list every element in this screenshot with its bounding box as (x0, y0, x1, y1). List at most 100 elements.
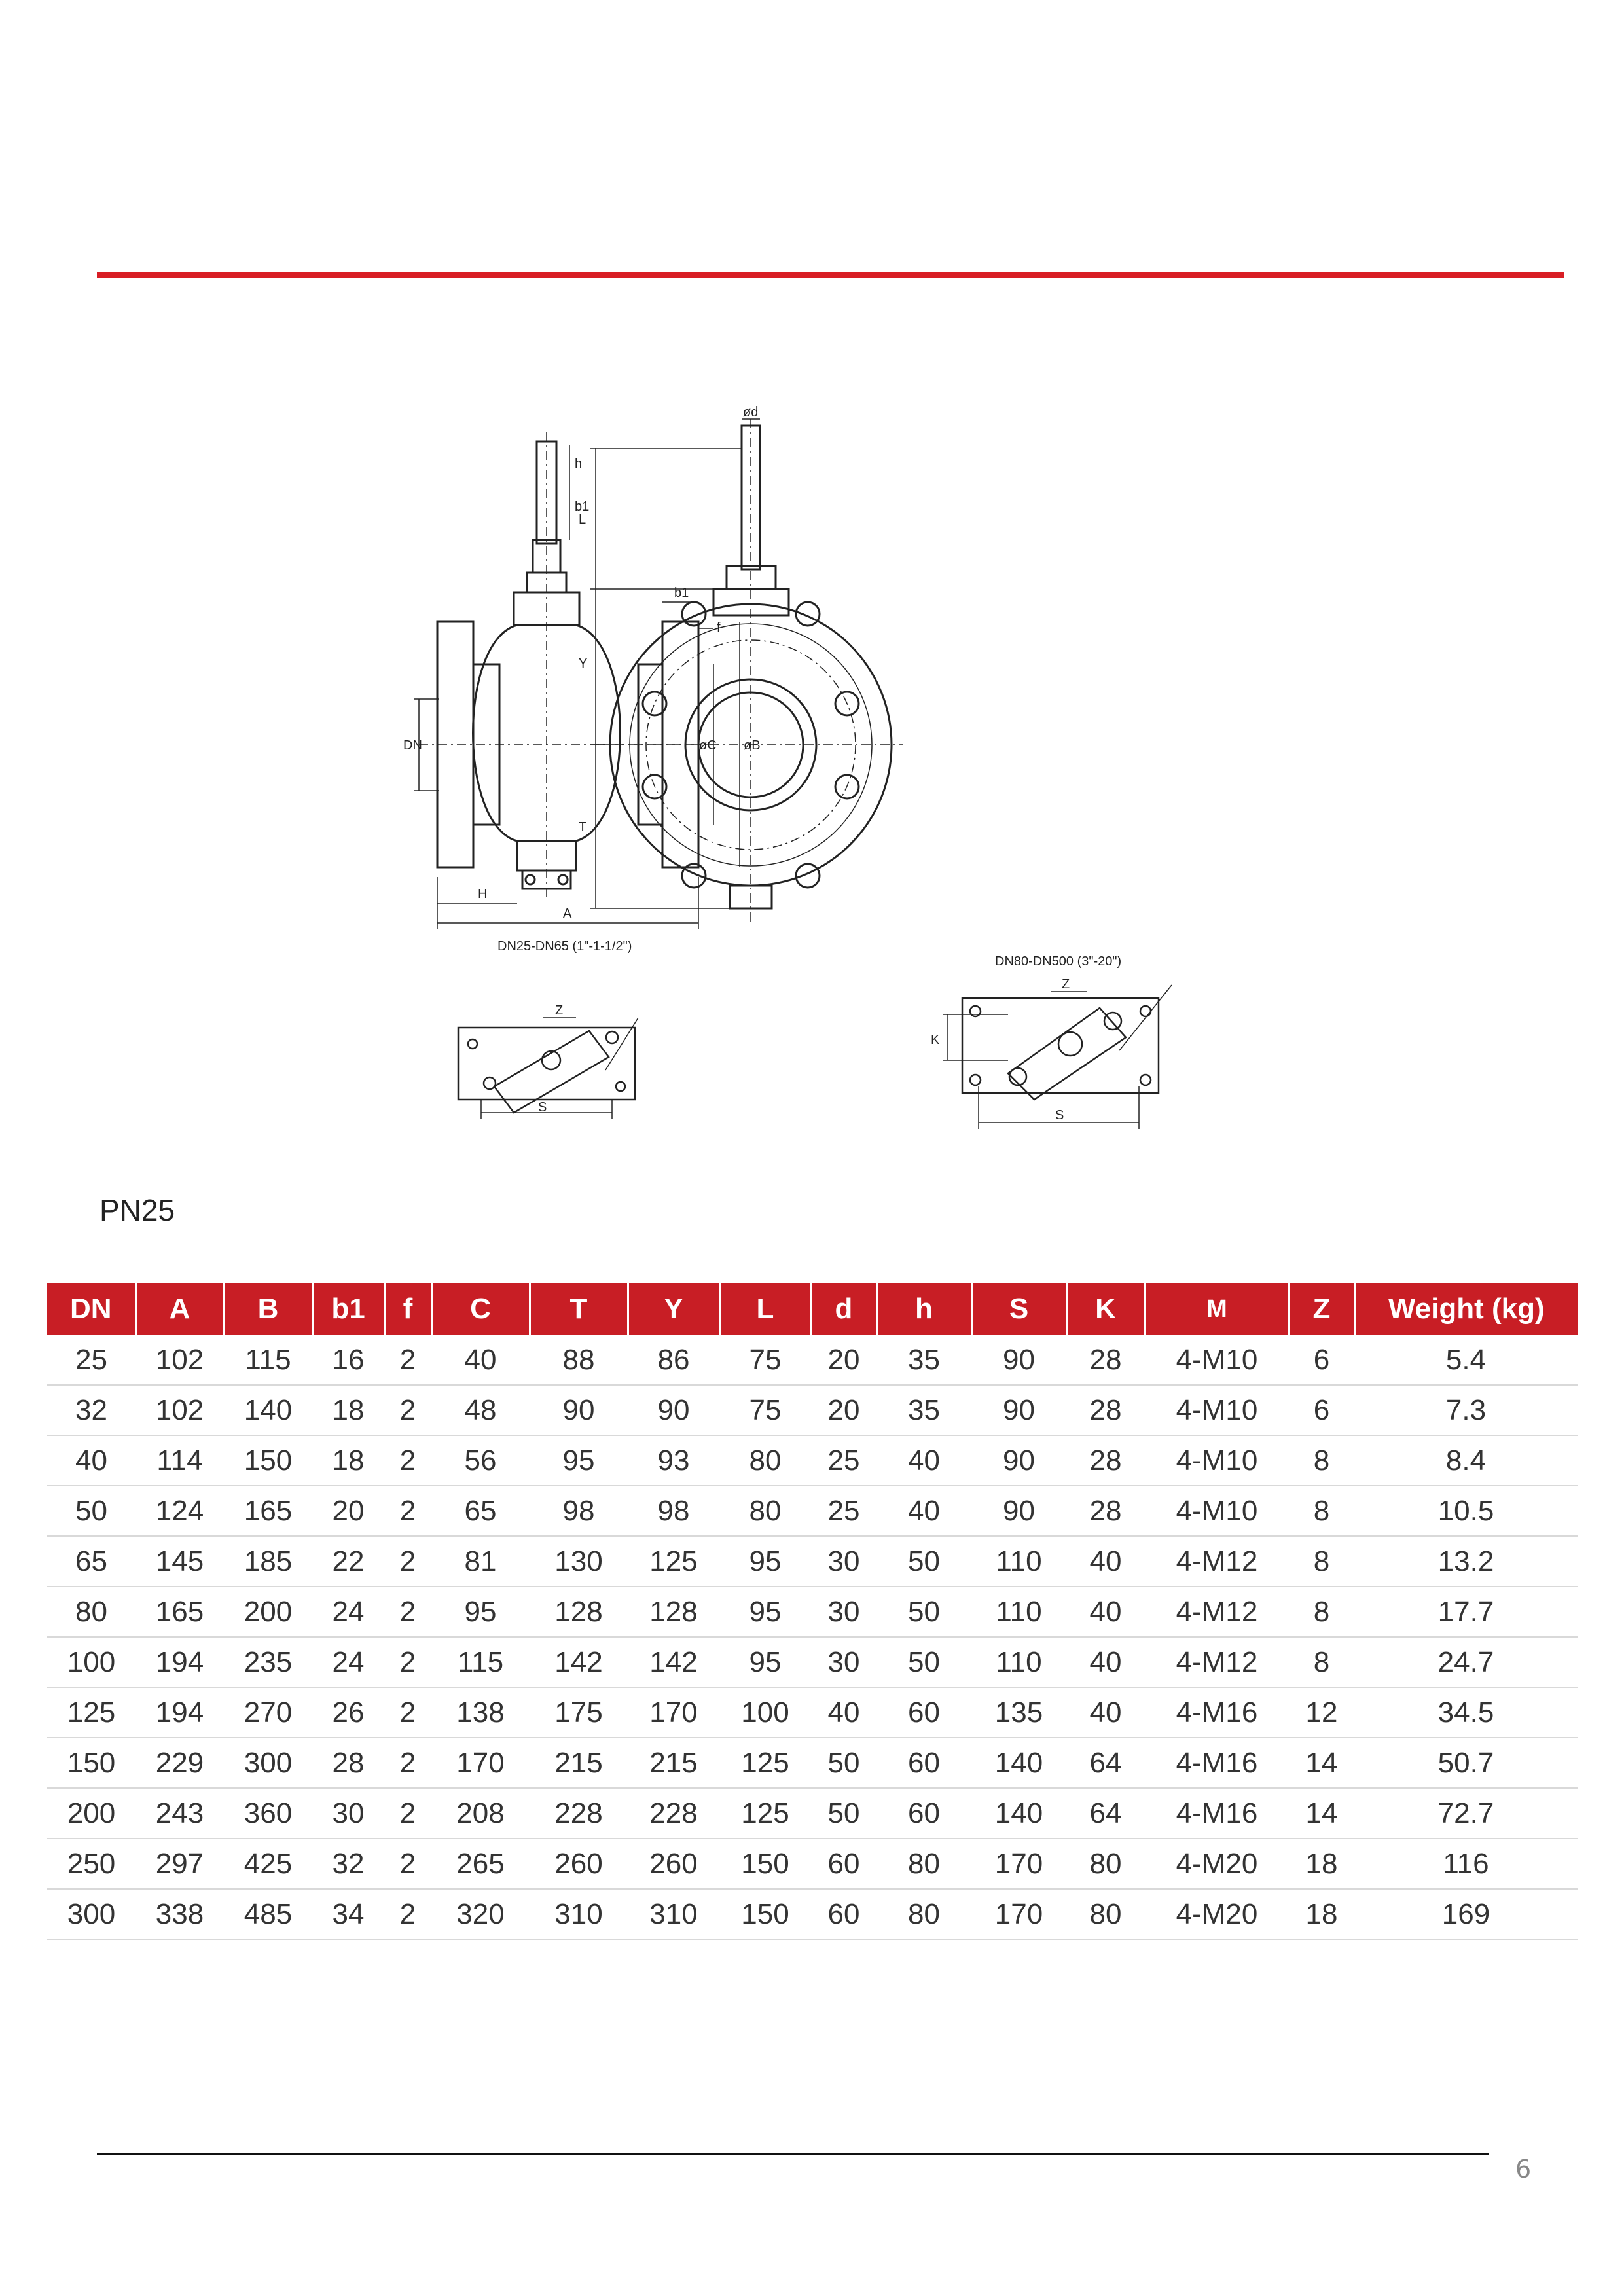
table-cell: 270 (224, 1687, 312, 1738)
large-mounting-pad (961, 997, 1160, 1094)
table-cell: 124 (135, 1486, 224, 1537)
table-cell: 4-M16 (1145, 1788, 1289, 1839)
table-cell: 81 (431, 1536, 530, 1587)
label-h-bottom: H (478, 887, 487, 901)
table-cell: 40 (431, 1335, 530, 1386)
table-cell: 243 (135, 1788, 224, 1839)
table-cell: 125 (47, 1687, 135, 1738)
table-cell: 80 (876, 1839, 971, 1890)
table-cell: 4-M10 (1145, 1435, 1289, 1486)
header-c: C (430, 1283, 530, 1335)
header-b: B (223, 1283, 312, 1335)
table-cell: 40 (876, 1486, 971, 1537)
table-cell: 2 (384, 1435, 431, 1486)
table-cell: 200 (224, 1587, 312, 1638)
table-cell: 60 (811, 1889, 876, 1940)
table-cell: 4-M10 (1145, 1385, 1289, 1436)
table-cell: 170 (971, 1889, 1066, 1940)
table-cell: 250 (47, 1839, 135, 1890)
table-cell: 35 (876, 1385, 971, 1436)
table-cell: 48 (431, 1385, 530, 1436)
table-cell: 4-M10 (1145, 1486, 1289, 1537)
label-b: øB (744, 738, 761, 753)
table-cell: 60 (811, 1839, 876, 1890)
table-cell: 110 (971, 1536, 1066, 1587)
table-cell: 4-M10 (1145, 1335, 1289, 1386)
table-cell: 17.7 (1354, 1587, 1578, 1638)
table-cell: 98 (530, 1486, 628, 1537)
table-cell: 215 (628, 1738, 719, 1789)
table-header-row: DN A B b1 f C T Y L d h S K M Z Weight (… (47, 1283, 1578, 1335)
table-cell: 6 (1289, 1385, 1354, 1436)
table-cell: 25 (811, 1486, 876, 1537)
valve-technical-drawing: h b1 b1 f DN øC øB H A DN25-DN65 (1"-1-1… (380, 405, 1283, 1178)
table-cell: 4-M12 (1145, 1587, 1289, 1638)
table-cell: 142 (530, 1637, 628, 1688)
table-cell: 4-M12 (1145, 1536, 1289, 1587)
table-cell: 95 (719, 1587, 811, 1638)
table-cell: 14 (1289, 1788, 1354, 1839)
label-s-left: S (538, 1100, 547, 1115)
table-cell: 24 (312, 1587, 384, 1638)
table-cell: 40 (1066, 1637, 1145, 1688)
table-cell: 2 (384, 1839, 431, 1890)
table-cell: 65 (47, 1536, 135, 1587)
header-h: h (875, 1283, 971, 1335)
table-cell: 130 (530, 1536, 628, 1587)
table-cell: 2 (384, 1587, 431, 1638)
table-cell: 150 (719, 1889, 811, 1940)
table-cell: 194 (135, 1637, 224, 1688)
table-cell: 60 (876, 1788, 971, 1839)
table-cell: 2 (384, 1738, 431, 1789)
header-f: f (383, 1283, 431, 1335)
table-cell: 142 (628, 1637, 719, 1688)
table-cell: 20 (312, 1486, 384, 1537)
table-cell: 200 (47, 1788, 135, 1839)
table-cell: 300 (47, 1889, 135, 1940)
table-cell: 100 (719, 1687, 811, 1738)
table-cell: 40 (47, 1435, 135, 1486)
table-cell: 138 (431, 1687, 530, 1738)
table-cell: 60 (876, 1738, 971, 1789)
table-cell: 13.2 (1354, 1536, 1578, 1587)
header-red-rule (97, 272, 1564, 278)
table-cell: 32 (312, 1839, 384, 1890)
table-cell: 2 (384, 1687, 431, 1738)
table-cell: 228 (530, 1788, 628, 1839)
table-cell: 140 (971, 1788, 1066, 1839)
table-cell: 110 (971, 1637, 1066, 1688)
table-cell: 2 (384, 1788, 431, 1839)
table-cell: 260 (530, 1839, 628, 1890)
header-y: Y (626, 1283, 719, 1335)
header-z: Z (1288, 1283, 1354, 1335)
table-cell: 8 (1289, 1486, 1354, 1537)
table-cell: 338 (135, 1889, 224, 1940)
table-cell: 25 (811, 1435, 876, 1486)
table-cell: 310 (628, 1889, 719, 1940)
table-cell: 28 (1066, 1335, 1145, 1386)
table-cell: 229 (135, 1738, 224, 1789)
table-cell: 2 (384, 1335, 431, 1386)
table-cell: 34.5 (1354, 1687, 1578, 1738)
table-cell: 185 (224, 1536, 312, 1587)
valve-drawing-svg: h b1 b1 f DN øC øB H A DN25-DN65 (1"-1-1… (403, 405, 1172, 1129)
table-cell: 34 (312, 1889, 384, 1940)
label-k: K (931, 1033, 940, 1047)
label-l: L (579, 512, 586, 527)
table-cell: 228 (628, 1788, 719, 1839)
table-cell: 28 (1066, 1385, 1145, 1436)
table-cell: 128 (628, 1587, 719, 1638)
table-cell: 50 (811, 1788, 876, 1839)
label-z-left: Z (555, 1003, 563, 1018)
table-cell: 30 (811, 1637, 876, 1688)
label-b1: b1 (674, 586, 689, 600)
table-cell: 90 (971, 1435, 1066, 1486)
right-caption: DN80-DN500 (3"-20") (995, 954, 1121, 969)
